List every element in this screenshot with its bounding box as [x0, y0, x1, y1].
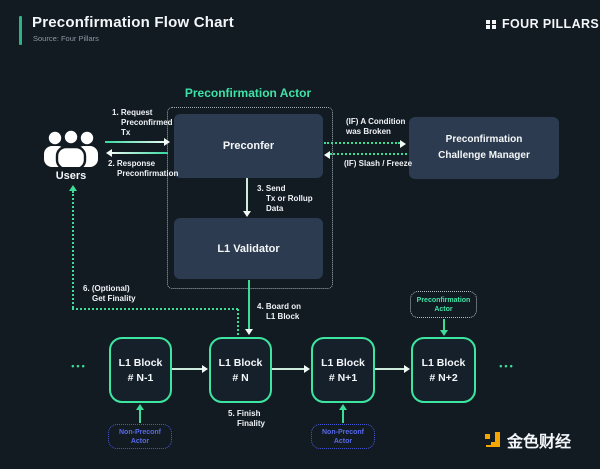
arrow-send-head — [243, 211, 251, 217]
label-slash-freeze: (IF) Slash / Freeze — [344, 159, 413, 168]
arrow-actor-tag-head — [440, 330, 448, 336]
jinse-finance-logo: 金色财经 — [484, 428, 571, 452]
label-step6: 6. (Optional) Get Finality — [83, 284, 136, 303]
chain-ellipsis-left: ••• — [71, 361, 87, 371]
arrow-block1-line — [172, 368, 202, 370]
finality-path-segment-block — [237, 309, 239, 335]
label-step3: 3. Send Tx or Rollup Data — [257, 184, 313, 213]
arrow-slash-line — [330, 153, 407, 155]
l1-validator-box: L1 Validator — [174, 218, 323, 279]
arrow-condition-line — [324, 142, 400, 144]
label-step4: 4. Board on L1 Block — [257, 302, 302, 321]
arrow-board-line — [248, 280, 250, 330]
source-label: Source: — [33, 34, 59, 43]
arrow-slash-head — [324, 151, 330, 159]
challenge-manager-line2: Challenge Manager — [438, 150, 530, 161]
arrow-response-line — [112, 152, 168, 154]
arrow-block1-head — [202, 365, 208, 373]
arrow-response-head — [106, 149, 112, 157]
challenge-manager-box: Preconfirmation Challenge Manager — [409, 117, 559, 179]
non-preconf-actor-right: Non-Preconf Actor — [311, 424, 375, 449]
four-pillars-dots-icon — [486, 19, 496, 29]
l1-block-n-plus-2: L1 Block # N+2 — [411, 337, 476, 403]
arrow-block2-head — [304, 365, 310, 373]
preconfer-box: Preconfer — [174, 114, 323, 178]
arrow-nonpre-right-head — [339, 404, 347, 410]
l1-block-n: L1 Block # N — [209, 337, 272, 403]
label-step2: 2. Response Preconfirmation — [108, 159, 179, 178]
source-caption: Source: Four Pillars — [33, 34, 99, 44]
users-icon — [44, 128, 98, 167]
l1-validator-label: L1 Validator — [217, 242, 280, 255]
four-pillars-wordmark: FOUR PILLARS — [502, 17, 600, 31]
arrow-block2-line — [272, 368, 304, 370]
arrow-request-head — [164, 138, 170, 146]
arrow-nonpre-left-head — [136, 404, 144, 410]
arrow-nonpre-right-line — [342, 409, 344, 423]
preconfirmation-actor-frame — [167, 107, 333, 289]
arrow-condition-head — [400, 140, 406, 148]
finality-path-segment-vertical — [72, 191, 74, 308]
arrow-block3-line — [375, 368, 404, 370]
arrow-nonpre-left-line — [139, 409, 141, 423]
challenge-manager-line1: Preconfirmation — [445, 134, 523, 145]
finality-path-head — [69, 185, 77, 191]
arrow-actor-tag-line — [443, 319, 445, 331]
finality-path-segment-horizontal — [72, 308, 238, 310]
preconfer-label: Preconfer — [222, 140, 275, 152]
four-pillars-logo: FOUR PILLARS — [486, 17, 599, 31]
label-condition-broken: (IF) A Condition was Broken — [346, 117, 406, 136]
arrow-send-line — [246, 178, 248, 212]
title-accent-bar — [19, 16, 22, 45]
source-value: Four Pillars — [60, 34, 99, 43]
l1-block-n-plus-1: L1 Block # N+1 — [311, 337, 375, 403]
preconfirmation-actor-tag: Preconfirmation Actor — [410, 291, 477, 318]
jinse-finance-icon — [485, 432, 500, 447]
preconfirmation-actor-title: Preconfirmation Actor — [184, 86, 312, 100]
chain-ellipsis-right: ••• — [499, 361, 515, 371]
non-preconf-actor-left: Non-Preconf Actor — [108, 424, 172, 449]
label-step5: 5. Finish Finality — [228, 409, 266, 428]
arrow-block3-head — [404, 365, 410, 373]
arrow-request-line — [105, 141, 165, 143]
arrow-board-head — [245, 329, 253, 335]
label-step1: 1. Request Preconfirmed Tx — [112, 108, 173, 137]
users-label: Users — [55, 170, 87, 182]
jinse-finance-wordmark: 金色财经 — [507, 434, 572, 451]
page-title: Preconfirmation Flow Chart — [32, 14, 234, 31]
l1-block-n-minus-1: L1 Block # N-1 — [109, 337, 172, 403]
